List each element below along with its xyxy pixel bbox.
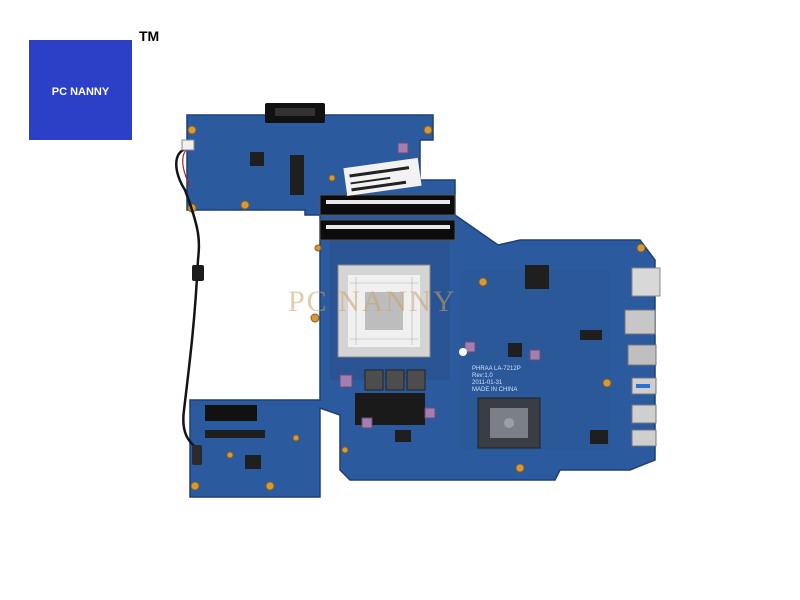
inductors bbox=[364, 369, 426, 391]
watermark-text: PC NANNY bbox=[288, 285, 457, 318]
board-origin: MADE IN CHINA bbox=[472, 387, 518, 393]
brand-logo: PC NANNY bbox=[29, 40, 132, 140]
trademark-symbol: TM bbox=[139, 28, 160, 44]
board-rev: Rev:1.0 bbox=[472, 373, 493, 379]
side-ports bbox=[624, 267, 661, 447]
board-date: 2011-01-31 bbox=[472, 380, 503, 386]
screw-holes bbox=[187, 125, 646, 491]
hdd-connector bbox=[205, 405, 257, 421]
logo-text: PC NANNY bbox=[51, 86, 110, 98]
cpu-socket bbox=[337, 264, 431, 358]
board-model: PHRAA LA-7212P bbox=[472, 366, 521, 372]
board-silkscreen-text: PHRAA LA-7212P Rev:1.0 2011-01-31 MADE I… bbox=[472, 366, 521, 394]
chipset bbox=[477, 397, 541, 449]
ram-slots bbox=[319, 194, 456, 241]
